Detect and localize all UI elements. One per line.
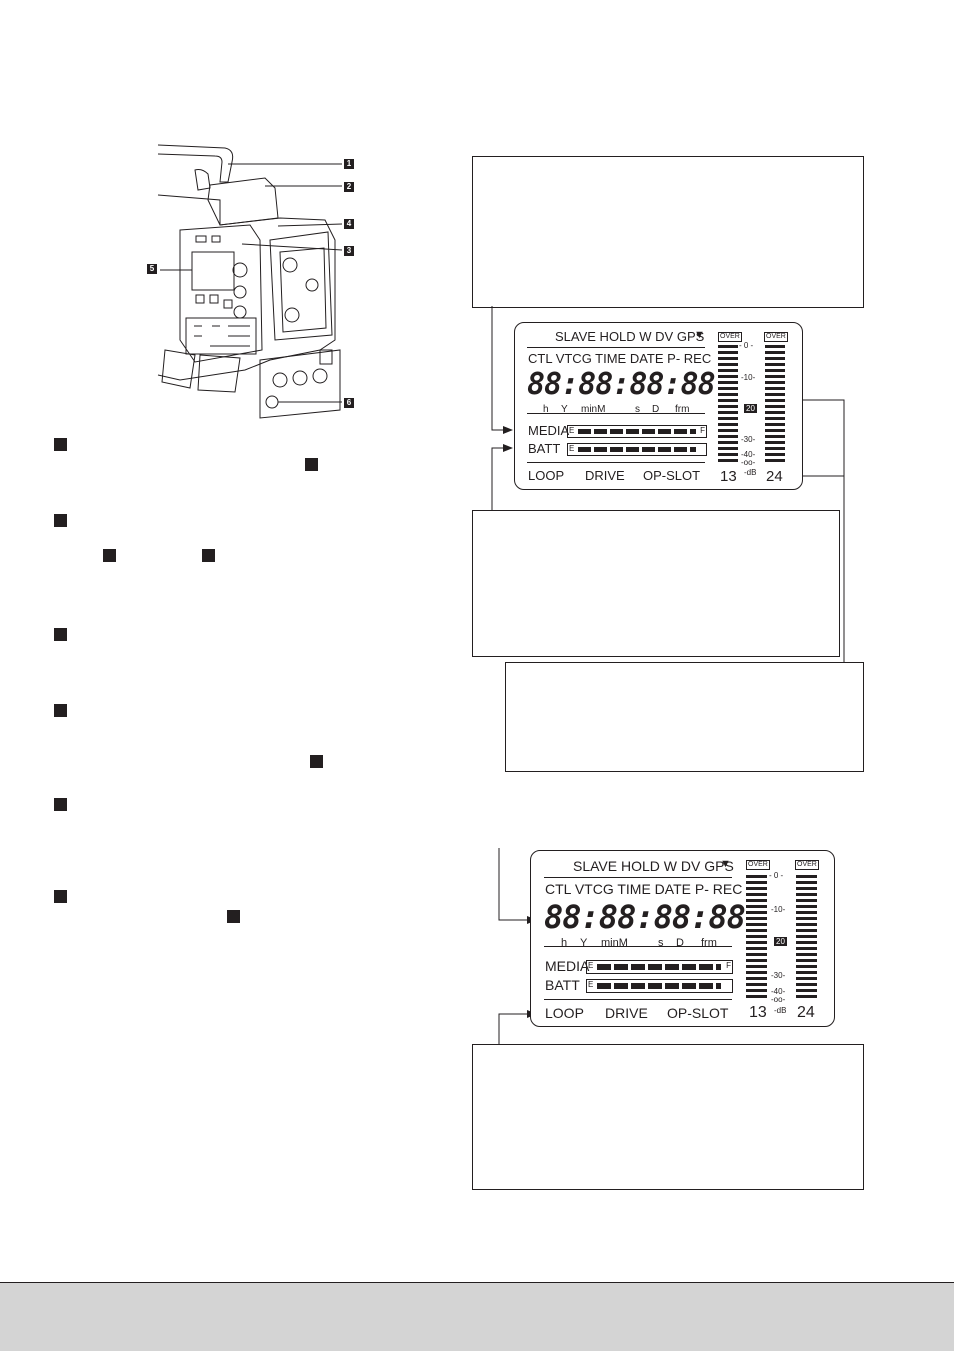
media-label: MEDIA bbox=[545, 958, 590, 974]
unit-y: Y bbox=[580, 937, 588, 949]
bullet-marker bbox=[227, 910, 240, 923]
lcd-mode-row: CTL VTCG TIME DATE P- REC bbox=[545, 881, 743, 897]
level-meter-ch2 bbox=[765, 345, 785, 463]
batt-gauge: E bbox=[586, 979, 733, 993]
batt-label: BATT bbox=[528, 441, 561, 456]
scale-0: - 0 - bbox=[739, 341, 754, 350]
loop-label: LOOP bbox=[545, 1005, 584, 1021]
drive-label: DRIVE bbox=[605, 1005, 648, 1021]
media-full-mark: F bbox=[726, 961, 731, 970]
unit-s: s bbox=[635, 404, 640, 415]
unit-min: minM bbox=[601, 937, 628, 949]
channel-13: 13 bbox=[720, 468, 737, 485]
level-meter-ch1 bbox=[718, 345, 738, 463]
callout-2: 2 bbox=[344, 182, 354, 192]
unit-s: s bbox=[658, 937, 664, 949]
gps-icon: ▼ bbox=[720, 858, 731, 870]
scale-10: -10- bbox=[741, 373, 756, 382]
over-indicator-1: OVER bbox=[746, 860, 770, 870]
media-full-mark: F bbox=[700, 426, 705, 435]
camera-drawing bbox=[157, 144, 343, 419]
lcd-status-row: SLAVE HOLD W DV GPS bbox=[573, 858, 734, 874]
channel-24: 24 bbox=[766, 468, 783, 485]
unit-h: h bbox=[543, 404, 549, 415]
bullet-marker bbox=[103, 549, 116, 562]
unit-h: h bbox=[561, 937, 568, 949]
lcd-timecode: 88:88:88:88 bbox=[527, 367, 716, 402]
scale-inf: -oo- bbox=[771, 995, 786, 1004]
batt-label: BATT bbox=[545, 977, 580, 993]
camera-illustration bbox=[150, 140, 350, 420]
unit-frm: frm bbox=[675, 404, 690, 415]
lcd-timecode: 88:88:88:88 bbox=[544, 898, 746, 936]
scale-0: - 0 - bbox=[769, 871, 784, 880]
lcd-display-top: SLAVE HOLD W DV GPS ▼ CTL VTCG TIME DATE… bbox=[514, 322, 803, 490]
lcd-display-bottom: SLAVE HOLD W DV GPS ▼ CTL VTCG TIME DATE… bbox=[530, 850, 835, 1027]
annotation-box bbox=[472, 510, 840, 657]
bullet-marker bbox=[54, 628, 67, 641]
opslot-label: OP-SLOT bbox=[643, 468, 701, 483]
scale-20: 20 bbox=[774, 937, 787, 946]
loop-label: LOOP bbox=[528, 468, 565, 483]
callout-1: 1 bbox=[344, 159, 354, 169]
bullet-marker bbox=[54, 890, 67, 903]
media-empty-mark: E bbox=[588, 961, 594, 970]
drive-label: DRIVE bbox=[585, 468, 625, 483]
level-meter-ch2 bbox=[796, 875, 817, 1001]
callout-4: 4 bbox=[344, 219, 354, 229]
page-footer bbox=[0, 1282, 954, 1351]
batt-gauge: E bbox=[567, 443, 707, 456]
over-indicator-2: OVER bbox=[795, 860, 819, 870]
channel-13: 13 bbox=[749, 1004, 767, 1021]
unit-y: Y bbox=[561, 404, 568, 415]
callout-5: 5 bbox=[147, 264, 157, 274]
lcd-mode-row: CTL VTCG TIME DATE P- REC bbox=[528, 351, 712, 366]
gps-icon: ▼ bbox=[694, 329, 705, 341]
callout-6: 6 bbox=[344, 398, 354, 408]
bullet-marker bbox=[54, 798, 67, 811]
db-unit: -dB bbox=[774, 1006, 787, 1015]
media-label: MEDIA bbox=[528, 423, 570, 438]
level-meter-ch1 bbox=[746, 875, 767, 1001]
bullet-marker bbox=[305, 458, 318, 471]
scale-40: -40- bbox=[741, 450, 756, 459]
scale-30: -30- bbox=[771, 971, 786, 980]
unit-frm: frm bbox=[701, 937, 717, 949]
opslot-label: OP-SLOT bbox=[667, 1005, 729, 1021]
over-indicator-2: OVER bbox=[764, 332, 788, 342]
bullet-marker bbox=[54, 514, 67, 527]
scale-20: 20 bbox=[744, 404, 757, 413]
scale-10: -10- bbox=[771, 905, 786, 914]
annotation-box bbox=[472, 1044, 864, 1190]
media-gauge: E F bbox=[567, 425, 707, 438]
batt-empty-mark: E bbox=[588, 980, 594, 989]
unit-d: D bbox=[652, 404, 660, 415]
bullet-marker bbox=[54, 438, 67, 451]
bullet-marker bbox=[202, 549, 215, 562]
annotation-box bbox=[505, 662, 864, 772]
over-indicator-1: OVER bbox=[718, 332, 742, 342]
scale-inf: -oo- bbox=[741, 458, 756, 467]
unit-d: D bbox=[676, 937, 684, 949]
scale-30: -30- bbox=[741, 435, 756, 444]
bullet-marker bbox=[54, 704, 67, 717]
annotation-box bbox=[472, 156, 864, 308]
lcd-status-row: SLAVE HOLD W DV GPS bbox=[555, 329, 705, 344]
channel-24: 24 bbox=[797, 1004, 815, 1021]
callout-3: 3 bbox=[344, 246, 354, 256]
batt-empty-mark: E bbox=[569, 444, 575, 453]
scale-40: -40- bbox=[771, 987, 786, 996]
media-empty-mark: E bbox=[569, 426, 575, 435]
db-unit: -dB bbox=[744, 468, 757, 477]
media-gauge: E F bbox=[586, 960, 733, 974]
bullet-marker bbox=[310, 755, 323, 768]
unit-min: minM bbox=[581, 404, 606, 415]
